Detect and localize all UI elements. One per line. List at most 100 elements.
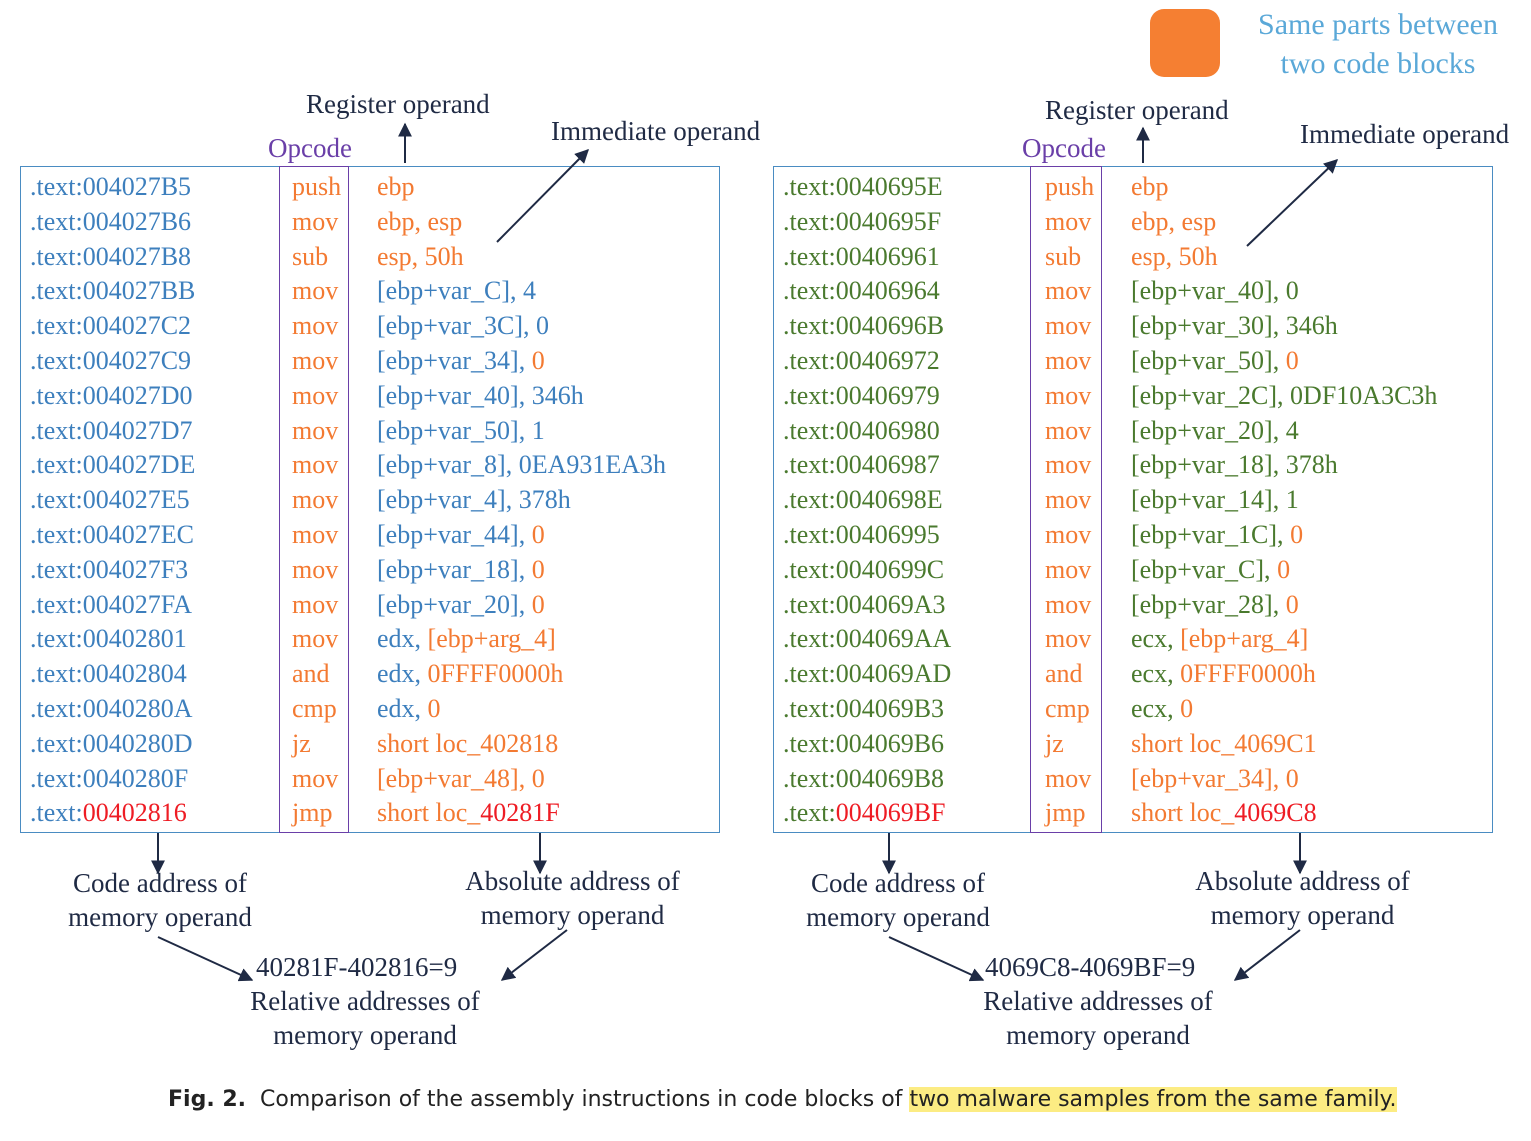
code-address-part: .text:004027DE [30,450,196,480]
operand: [ebp+var_C], 0 [1131,553,1290,587]
operand: ecx, 0 [1131,692,1193,726]
right-relative-address-label: Relative addresses of memory operand [958,984,1238,1052]
left-code-to-relative-arrow [157,936,254,982]
code-address-part: .text:004027D7 [30,415,193,445]
code-address: .text:00406964 [783,274,940,308]
code-address-part: .text:0040280F [30,763,189,793]
operand-part: [ebp+var_18], 378h [1131,450,1338,480]
opcode: jz [292,727,311,761]
legend-swatch [1150,9,1220,77]
operand-part: ecx, [1131,659,1181,689]
opcode-part: push [1045,172,1095,201]
code-address-part: 00402816 [82,798,187,828]
code-address-part: .text:004027E5 [30,485,190,515]
opcode-part: mov [1045,380,1092,410]
code-address: .text:004069BF [783,796,946,830]
operand-part: ecx, [1131,694,1181,723]
opcode: jmp [292,796,332,830]
opcode: mov [292,588,338,622]
code-address: .text:004069AD [783,657,951,691]
code-address: .text:004027FA [30,588,192,622]
operand-part: [ebp+var_48], 0 [377,763,545,793]
operand: [ebp+var_40], 0 [1131,274,1299,308]
opcode-part: mov [1045,346,1092,375]
operand-part: short loc_402818 [377,728,559,758]
operand: [ebp+var_1C], 0 [1131,518,1303,552]
code-address: .text:004027D0 [30,379,193,413]
right-immediate-operand-label: Immediate operand [1300,119,1510,149]
code-address: .text:0040695E [783,170,943,204]
figure-caption: Fig. 2. Comparison of the assembly instr… [168,1087,1397,1112]
left-code-address-label: Code address of memory operand [40,866,280,934]
right-relative-address-calc: 4069C8-4069BF=9 [985,952,1196,982]
opcode: mov [292,762,338,796]
code-address: .text:00402804 [30,657,187,691]
operand-part: [ebp+var_40], 0 [1131,276,1299,306]
code-address: .text:004027BB [30,274,195,308]
code-address: .text:004027D7 [30,414,193,448]
opcode-part: mov [292,450,339,480]
opcode: cmp [1045,692,1090,726]
left-absolute-address-line1: Absolute address of [465,866,680,896]
operand-part: ebp, esp [1131,206,1217,236]
opcode: mov [1045,414,1091,448]
operand-part: [ebp+var_18], [377,554,532,584]
opcode: mov [292,553,338,587]
code-address: .text:0040280F [30,762,188,796]
legend-text-line1: Same parts between [1258,8,1498,41]
operand: [ebp+var_C], 4 [377,274,536,308]
opcode: mov [1045,588,1091,622]
operand: [ebp+var_50], 0 [1131,344,1299,378]
code-address: .text:004027B6 [30,205,191,239]
operand-part: 0 [1277,554,1291,584]
right-immediate-arrow [1246,159,1339,247]
left-abs-to-relative-arrow [500,929,568,981]
operand-part: 0 [1290,520,1304,549]
opcode-part: push [292,172,342,201]
operand: [ebp+var_3C], 0 [377,309,549,343]
operand: esp, 50h [377,240,464,274]
code-address-part: .text:00402801 [30,624,187,654]
code-address-part: .text:00406979 [783,380,940,410]
operand: short loc_402818 [377,727,558,761]
opcode-part: mov [1045,276,1092,306]
opcode-part: and [1045,659,1083,689]
operand-part: 4069C8 [1234,798,1317,828]
operand: [ebp+var_30], 346h [1131,309,1338,343]
operand-part: [ebp+var_C], [1131,554,1278,584]
code-address: .text:004069B6 [783,727,944,761]
opcode: push [1045,170,1094,204]
opcode-part: mov [292,206,339,236]
opcode-part: mov [292,276,339,306]
code-address-part: .text:004027C9 [30,346,192,375]
code-address: .text:004027C2 [30,309,191,343]
operand-part: [ebp+var_4], 378h [377,485,571,515]
code-address: .text:00406979 [783,379,940,413]
code-address-part: .text:004027B6 [30,206,192,236]
left-immediate-operand-label: Immediate operand [551,116,761,146]
code-address-part: .text:004027B8 [30,241,192,271]
right-opcode-column [1030,166,1102,833]
operand: short loc_4069C8 [1131,796,1317,830]
opcode: sub [292,240,328,274]
legend-text-line2: two code blocks [1280,47,1476,80]
operand-part: edx, [377,659,428,689]
left-absolute-address-line2: memory operand [480,900,665,930]
code-address: .text:004069B8 [783,762,944,796]
operand: [ebp+var_20], 4 [1131,414,1299,448]
operand-part: ebp, esp [377,206,463,236]
operand-part: 0 [1285,346,1299,375]
left-opcode-column [279,166,349,833]
opcode-part: mov [292,624,339,654]
opcode: mov [1045,205,1091,239]
operand: [ebp+var_40], 346h [377,379,584,413]
operand: [ebp+var_50], 1 [377,414,545,448]
code-address: .text:0040698E [783,483,943,517]
opcode: jmp [1045,796,1085,830]
caption-highlight: two malware samples from the same family… [909,1087,1397,1112]
code-address-part: .text:004069B6 [783,728,945,758]
code-address-part: 004069BF [835,798,946,828]
operand: short loc_4069C1 [1131,727,1317,761]
right-register-operand-label: Register operand [1045,95,1229,125]
